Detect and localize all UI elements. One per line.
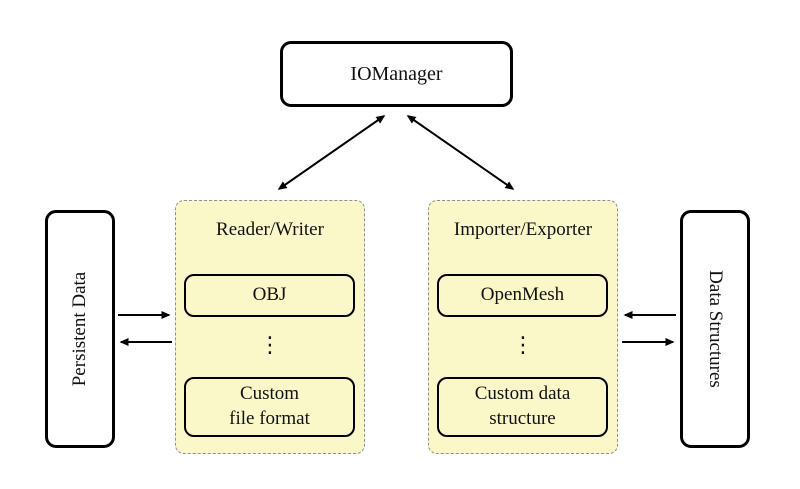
custom-data-structure-line2: structure [489,408,556,429]
iomanager-node: IOManager [280,41,513,107]
importer-exporter-group: Importer/Exporter OpenMesh ⋮ Custom data… [428,200,618,454]
custom-file-format-node: Custom file format [184,377,355,437]
reader-writer-group-label: Reader/Writer [216,219,324,240]
custom-data-structure-line1: Custom data [474,383,571,405]
custom-data-structure-node: Custom data structure [437,377,608,437]
vertical-ellipsis: ⋮ [259,332,281,358]
arrow-iomanager-readerwriter [277,115,386,190]
persistent-data-node: Persistent Data [45,210,115,448]
reader-writer-group: Reader/Writer OBJ ⋮ Custom file format [175,200,365,454]
openmesh-label: OpenMesh [480,284,565,306]
obj-node: OBJ [184,274,355,317]
openmesh-node: OpenMesh [437,274,608,317]
persistent-data-label: Persistent Data [69,271,90,387]
vertical-ellipsis: ⋮ [512,332,534,358]
importer-exporter-group-label: Importer/Exporter [453,219,593,240]
obj-label: OBJ [252,284,287,306]
arrow-iomanager-importerexporter [406,115,515,190]
custom-file-format-line1: Custom [239,383,300,405]
data-structures-node: Data Structures [680,210,750,448]
data-structures-label: Data Structures [705,270,726,388]
custom-file-format-line2: file format [229,408,310,429]
iomanager-label: IOManager [350,62,443,85]
